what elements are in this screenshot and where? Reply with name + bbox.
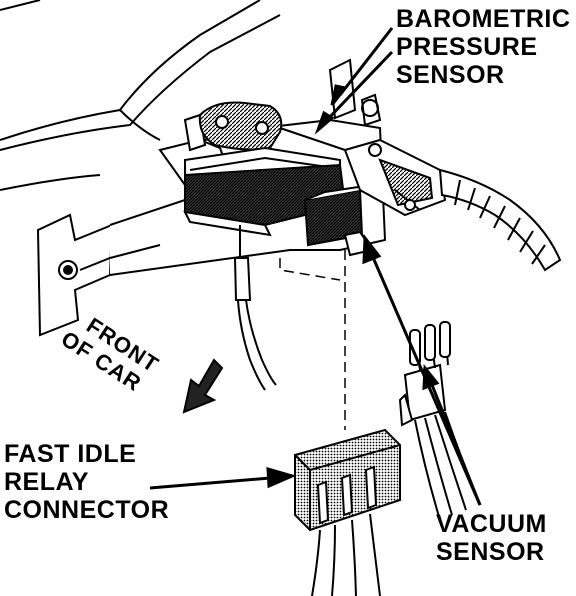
arrow-down-left-icon [182, 358, 224, 414]
vacuum-hose-connector [398, 321, 479, 521]
harness-connector-right [343, 93, 447, 217]
leader-arrows [149, 27, 482, 506]
vacuum-line-1: VACUUM [436, 510, 547, 538]
fender-panel [0, 0, 281, 191]
fast-idle-relay-connector-label: FAST IDLE RELAY CONNECTOR [4, 440, 169, 524]
vacuum-line-2: SENSOR [436, 538, 545, 566]
dashed-guide-lines [279, 250, 346, 430]
vacuum-sensor-label: VACUUM SENSOR [436, 510, 547, 566]
barometric-pressure-sensor-label: BAROMETRIC PRESSURE SENSOR [396, 5, 570, 89]
module-wires [233, 225, 277, 391]
fast-idle-relay-connector [294, 428, 401, 596]
barometric-line-1: BAROMETRIC [396, 5, 571, 33]
fast-idle-line-1: FAST IDLE [4, 440, 137, 468]
barometric-line-3: SENSOR [396, 61, 505, 89]
wiring-harness [438, 168, 562, 272]
barometric-pressure-sensor [198, 101, 346, 151]
fast-idle-line-2: RELAY [4, 468, 89, 496]
fast-idle-line-3: CONNECTOR [4, 496, 170, 524]
vacuum-sensor [303, 184, 374, 257]
barometric-line-2: PRESSURE [396, 33, 538, 61]
